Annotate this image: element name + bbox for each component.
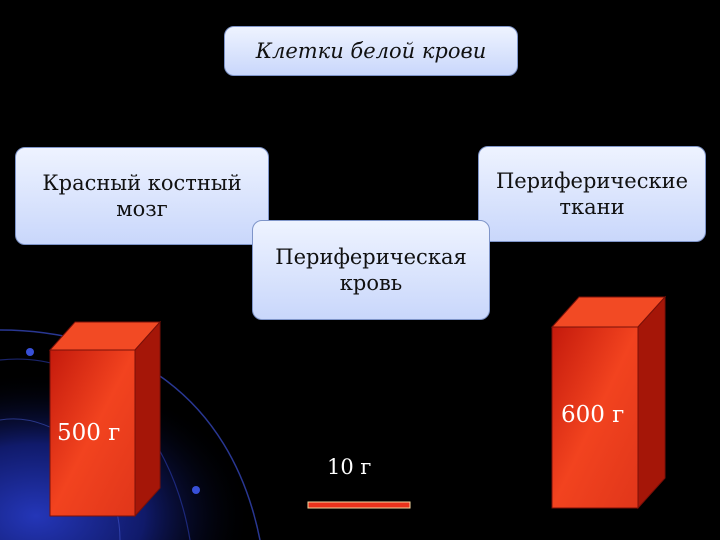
- peripheral-blood-mass-bar: [307, 501, 411, 509]
- bone-marrow-mass-block: [48, 320, 162, 518]
- peripheral-tissues-mass-block: [550, 295, 667, 510]
- bone-marrow-box: Красный костный мозг: [15, 147, 269, 245]
- peripheral-tissues-mass-label: 600 г: [561, 402, 625, 428]
- bone-marrow-mass-label: 500 г: [57, 420, 121, 446]
- peripheral-tissues-label-line2: ткани: [559, 195, 625, 219]
- peripheral-blood-mass-label: 10 г: [327, 455, 372, 479]
- peripheral-blood-label-line1: Периферическая: [275, 244, 467, 269]
- diagram-title: Клетки белой крови: [255, 38, 487, 63]
- bone-marrow-label-line2: мозг: [116, 197, 168, 221]
- peripheral-tissues-box: Периферические ткани: [478, 146, 706, 242]
- peripheral-tissues-label-line1: Периферические: [495, 168, 689, 193]
- title-box: Клетки белой крови: [224, 26, 518, 76]
- peripheral-blood-label-line2: кровь: [339, 271, 403, 295]
- bone-marrow-label-line1: Красный костный: [42, 170, 242, 195]
- peripheral-blood-box: Периферическая кровь: [252, 220, 490, 320]
